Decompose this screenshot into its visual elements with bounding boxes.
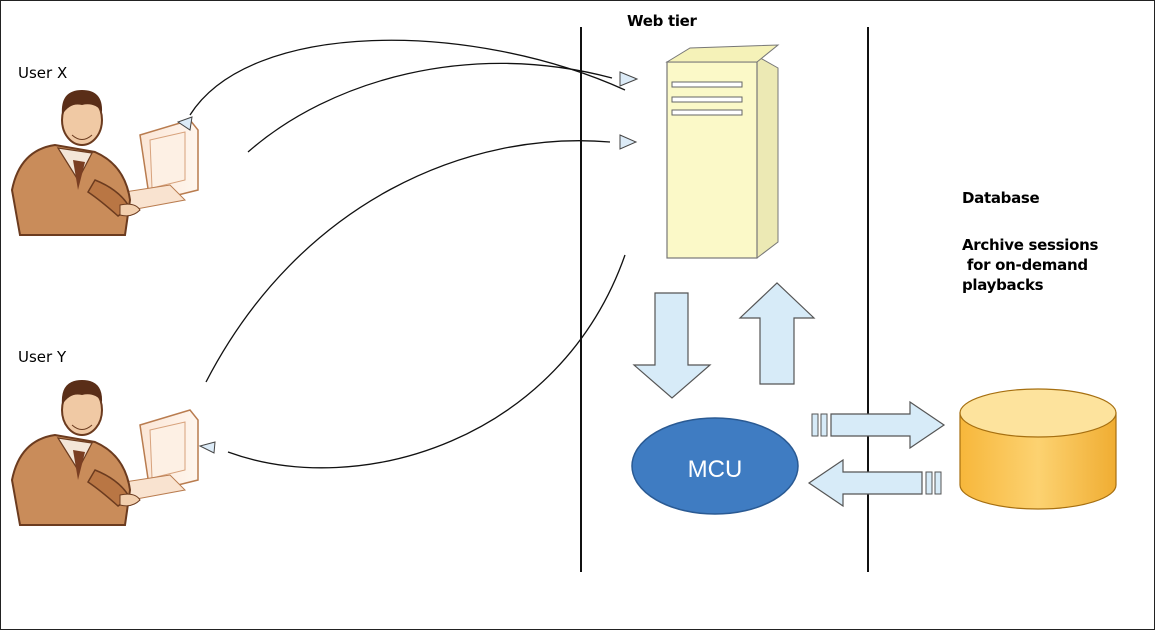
user-y-icon (11, 379, 199, 526)
curve-server-to-user-x (189, 39, 626, 116)
archive-line-3: playbacks (962, 276, 1044, 294)
archive-line-2: for on-demand (962, 256, 1088, 274)
arrowhead-right-icon (619, 134, 638, 150)
web-tier-title: Web tier (627, 12, 697, 30)
arrowhead-left-icon (176, 116, 193, 131)
to-database-arrow-icon (811, 401, 945, 449)
user-x-label: User X (18, 64, 68, 82)
user-x-icon (11, 89, 199, 236)
archive-line-1: Archive sessions (962, 236, 1099, 254)
from-database-arrow-icon (808, 459, 942, 507)
arrowhead-right-icon (619, 71, 639, 87)
mcu-label: MCU (688, 456, 743, 483)
connection-curves (189, 39, 626, 469)
database-title: Database (962, 189, 1040, 207)
user-y-label: User Y (18, 348, 67, 366)
arrowheads (176, 71, 639, 454)
up-arrow-icon (738, 282, 816, 385)
web-server-icon (665, 44, 780, 259)
database-icon (959, 388, 1117, 510)
curve-user-x-to-server (247, 62, 613, 153)
arrowhead-left-icon (198, 441, 216, 454)
mcu-node (631, 417, 799, 515)
curve-user-y-to-server (205, 140, 611, 383)
down-arrow-icon (632, 292, 712, 399)
curve-server-to-user-y (227, 254, 626, 469)
